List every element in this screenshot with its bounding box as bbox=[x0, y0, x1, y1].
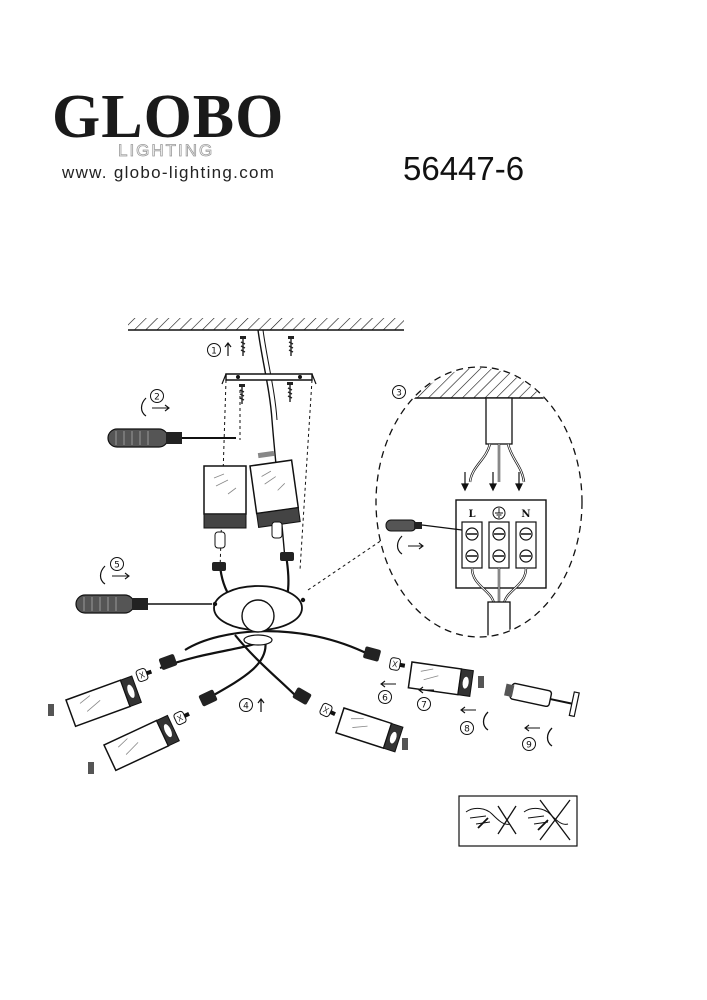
brand-logo: GLOBO bbox=[52, 83, 285, 151]
canopy bbox=[213, 585, 303, 646]
glass-shade-icon bbox=[335, 707, 404, 753]
step-4-number: 4 bbox=[243, 702, 249, 712]
step-6-number: 6 bbox=[382, 694, 388, 704]
brand-sub-logo: LIGHTING bbox=[118, 141, 215, 160]
step-3-number: 3 bbox=[396, 389, 402, 399]
step-7-number: 7 bbox=[421, 701, 427, 711]
terminal-label-live: L bbox=[468, 509, 475, 520]
halogen-bulb-icon bbox=[388, 656, 407, 673]
screwdriver-icon bbox=[385, 519, 463, 532]
glass-shade-icon bbox=[407, 661, 474, 697]
glass-shade-icon bbox=[203, 465, 247, 529]
step-9-marker: 9 bbox=[522, 724, 553, 751]
terminal-label-neutral: N bbox=[521, 509, 530, 520]
screwdriver-icon bbox=[75, 594, 212, 614]
rotate-arrow-icon bbox=[482, 711, 489, 731]
screw-icon bbox=[239, 335, 247, 357]
no-bare-hand-bulb-icon bbox=[458, 795, 578, 847]
bulb-sockets bbox=[158, 552, 381, 707]
halogen-bulb-icon bbox=[172, 707, 193, 727]
bulb-removal-tool-icon bbox=[504, 682, 580, 718]
step-7-marker: 7 bbox=[417, 686, 434, 711]
rotate-arrow-icon bbox=[140, 397, 147, 417]
screw-icon bbox=[238, 383, 246, 405]
screw-icon bbox=[286, 381, 294, 403]
halogen-bulb-icon bbox=[134, 665, 154, 683]
step-1-number: 1 bbox=[211, 347, 217, 357]
ground-symbol-icon bbox=[492, 506, 506, 520]
model-number: 56447-6 bbox=[403, 150, 525, 187]
rotate-arrow-icon bbox=[396, 535, 403, 555]
ceiling bbox=[128, 318, 404, 331]
step-5-number: 5 bbox=[114, 561, 120, 571]
rotate-arrow-icon bbox=[99, 565, 106, 585]
step-6-marker: 6 bbox=[378, 680, 396, 704]
step-8-number: 8 bbox=[464, 725, 470, 735]
step-2-number: 2 bbox=[154, 393, 160, 403]
step-2-marker: 2 bbox=[140, 389, 170, 417]
step-1-marker: 1 bbox=[207, 342, 232, 357]
screwdriver-icon bbox=[107, 428, 236, 448]
mounting-bracket bbox=[221, 373, 317, 385]
screw-icon bbox=[287, 335, 295, 357]
website-url: www. globo-lighting.com bbox=[62, 163, 276, 182]
glass-shade-icon bbox=[103, 714, 180, 772]
glass-shade-icon bbox=[249, 459, 301, 529]
rotate-arrow-icon bbox=[546, 727, 553, 747]
step-5-marker: 5 bbox=[99, 557, 130, 585]
wiring-detail: 3 L N bbox=[375, 366, 583, 638]
step-4-marker: 4 bbox=[239, 698, 265, 712]
halogen-bulb-icon bbox=[318, 701, 339, 721]
glass-shade-icon bbox=[65, 675, 142, 728]
halogen-bulb-icon bbox=[214, 521, 283, 549]
step-8-marker: 8 bbox=[460, 706, 489, 735]
shade-clips bbox=[48, 676, 484, 774]
step-9-number: 9 bbox=[526, 741, 532, 751]
